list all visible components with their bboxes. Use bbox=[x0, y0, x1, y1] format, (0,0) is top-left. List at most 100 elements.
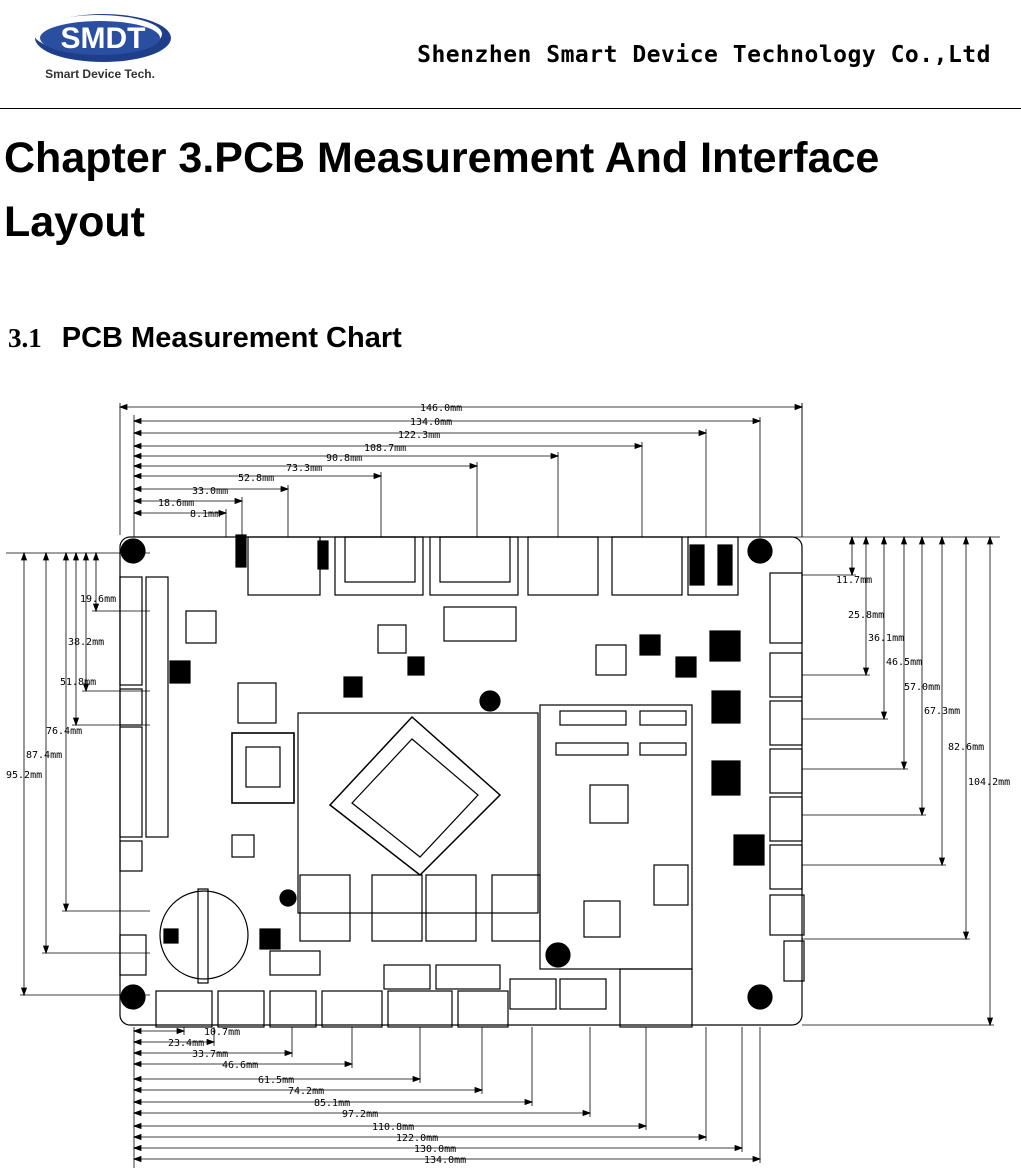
dimension-arrow bbox=[412, 1075, 422, 1083]
section-number: 3.1 bbox=[8, 323, 42, 353]
right-dim-label: 67.3mm bbox=[924, 706, 960, 717]
bottom-dim-label: 10.7mm bbox=[204, 1027, 240, 1038]
dimension-arrow bbox=[82, 551, 90, 561]
top-dim-label: 33.0mm bbox=[192, 486, 228, 497]
dimension-arrow bbox=[582, 1109, 592, 1117]
bottom-dim-label: 122.0mm bbox=[396, 1133, 438, 1144]
dimension-arrow bbox=[698, 1133, 708, 1141]
dimension-arrow bbox=[132, 462, 142, 470]
top-dim-label: 108.7mm bbox=[364, 443, 406, 454]
dimension-arrow bbox=[62, 551, 70, 561]
top-dim-label: 146.0mm bbox=[420, 403, 462, 414]
dimension-arrow bbox=[132, 417, 142, 425]
left-dimension-labels: 19.6mm 38.2mm 51.8mm 76.4mm 87.4mm 95.2m… bbox=[6, 594, 116, 781]
dimension-arrow bbox=[20, 987, 28, 997]
bottom-dim-label: 134.0mm bbox=[424, 1155, 466, 1166]
dimension-arrow bbox=[474, 1086, 484, 1094]
bottom-dim-label: 23.4mm bbox=[168, 1038, 204, 1049]
top-dim-label: 90.8mm bbox=[326, 453, 362, 464]
smdt-logo: SMDT Smart Device Tech. bbox=[34, 14, 171, 81]
bottom-dim-label: 110.8mm bbox=[372, 1122, 414, 1133]
dimension-arrow bbox=[218, 509, 228, 517]
dimension-arrow bbox=[373, 472, 383, 480]
bottom-dim-label: 33.7mm bbox=[192, 1049, 228, 1060]
dimension-arrow bbox=[132, 1155, 142, 1163]
dimension-arrow bbox=[848, 535, 856, 545]
dimension-arrow bbox=[862, 535, 870, 545]
dimension-arrow bbox=[132, 472, 142, 480]
dimension-arrow bbox=[900, 761, 908, 771]
top-dim-label: 134.0mm bbox=[410, 417, 452, 428]
dimension-arrow bbox=[132, 1098, 142, 1106]
dimension-arrow bbox=[469, 462, 479, 470]
dimension-arrow bbox=[132, 442, 142, 450]
dimension-arrow bbox=[848, 567, 856, 577]
dimension-arrow bbox=[132, 1086, 142, 1094]
dimension-arrow bbox=[280, 485, 290, 493]
bottom-dim-label: 61.5mm bbox=[258, 1075, 294, 1086]
right-dim-label: 82.6mm bbox=[948, 742, 984, 753]
dimension-arrow bbox=[82, 683, 90, 693]
dimension-arrow bbox=[918, 807, 926, 817]
dimension-arrow bbox=[132, 1133, 142, 1141]
page-header: SMDT Smart Device Tech. Shenzhen Smart D… bbox=[0, 0, 1021, 110]
section-title: PCB Measurement Chart bbox=[61, 322, 402, 354]
dimension-arrow bbox=[132, 497, 142, 505]
company-name: Shenzhen Smart Device Technology Co.,Ltd bbox=[417, 42, 991, 68]
section-heading: 3.1 PCB Measurement Chart bbox=[8, 322, 402, 355]
dimension-annotations bbox=[6, 403, 1000, 1168]
dimension-arrow bbox=[42, 551, 50, 561]
right-dim-label: 104.2mm bbox=[968, 777, 1010, 788]
top-dimension-labels: 146.0mm 134.0mm 122.3mm 108.7mm 90.8mm 7… bbox=[158, 403, 462, 520]
left-dim-label: 95.2mm bbox=[6, 770, 42, 781]
dimension-arrow bbox=[880, 711, 888, 721]
dimension-arrow bbox=[62, 903, 70, 913]
top-dim-label: 8.1mm bbox=[190, 509, 220, 520]
dimension-arrow bbox=[20, 551, 28, 561]
left-dim-label: 19.6mm bbox=[80, 594, 116, 605]
top-dim-label: 18.6mm bbox=[158, 498, 194, 509]
dimension-arrow bbox=[794, 403, 804, 411]
bottom-dim-label: 85.1mm bbox=[314, 1098, 350, 1109]
dimension-arrow bbox=[284, 1049, 294, 1057]
left-dim-label: 51.8mm bbox=[60, 677, 96, 688]
logo-text: SMDT bbox=[61, 22, 146, 55]
bottom-dimension-labels: 10.7mm 23.4mm 33.7mm 46.6mm 61.5mm 74.2m… bbox=[168, 1027, 466, 1166]
right-dim-label: 25.8mm bbox=[848, 610, 884, 621]
dimension-arrow bbox=[938, 535, 946, 545]
left-dim-label: 87.4mm bbox=[26, 750, 62, 761]
left-dim-label: 38.2mm bbox=[68, 637, 104, 648]
header-divider bbox=[0, 108, 1021, 109]
dimension-arrow bbox=[986, 535, 994, 545]
dimension-arrow bbox=[132, 1144, 142, 1152]
top-dim-label: 122.3mm bbox=[398, 430, 440, 441]
dimension-arrow bbox=[72, 717, 80, 727]
dimension-arrow bbox=[92, 551, 100, 561]
dimension-arrow bbox=[550, 452, 560, 460]
pcb-measurement-drawing: 146.0mm 134.0mm 122.3mm 108.7mm 90.8mm 7… bbox=[6, 403, 1010, 1168]
dimension-arrow bbox=[132, 1075, 142, 1083]
dimension-arrow bbox=[752, 1155, 762, 1163]
dimension-arrow bbox=[132, 485, 142, 493]
right-dim-label: 11.7mm bbox=[836, 575, 872, 586]
dimension-arrow bbox=[634, 442, 644, 450]
pcb-board bbox=[119, 534, 805, 1028]
left-dim-label: 76.4mm bbox=[46, 726, 82, 737]
dimension-arrow bbox=[132, 1027, 142, 1035]
dimension-arrow bbox=[132, 1060, 142, 1068]
dimension-arrow bbox=[234, 497, 244, 505]
dimension-arrow bbox=[698, 429, 708, 437]
dimension-arrow bbox=[986, 1017, 994, 1027]
bottom-dim-label: 130.0mm bbox=[414, 1144, 456, 1155]
dimension-arrow bbox=[206, 1038, 216, 1046]
dimension-arrow bbox=[752, 417, 762, 425]
right-dim-label: 36.1mm bbox=[868, 633, 904, 644]
dimension-arrow bbox=[132, 1122, 142, 1130]
right-dim-label: 46.5mm bbox=[886, 657, 922, 668]
dimension-arrow bbox=[962, 931, 970, 941]
dimension-arrow bbox=[862, 667, 870, 677]
dimension-arrow bbox=[524, 1098, 534, 1106]
dimension-arrow bbox=[638, 1122, 648, 1130]
dimension-arrow bbox=[92, 603, 100, 613]
dimension-arrow bbox=[880, 535, 888, 545]
